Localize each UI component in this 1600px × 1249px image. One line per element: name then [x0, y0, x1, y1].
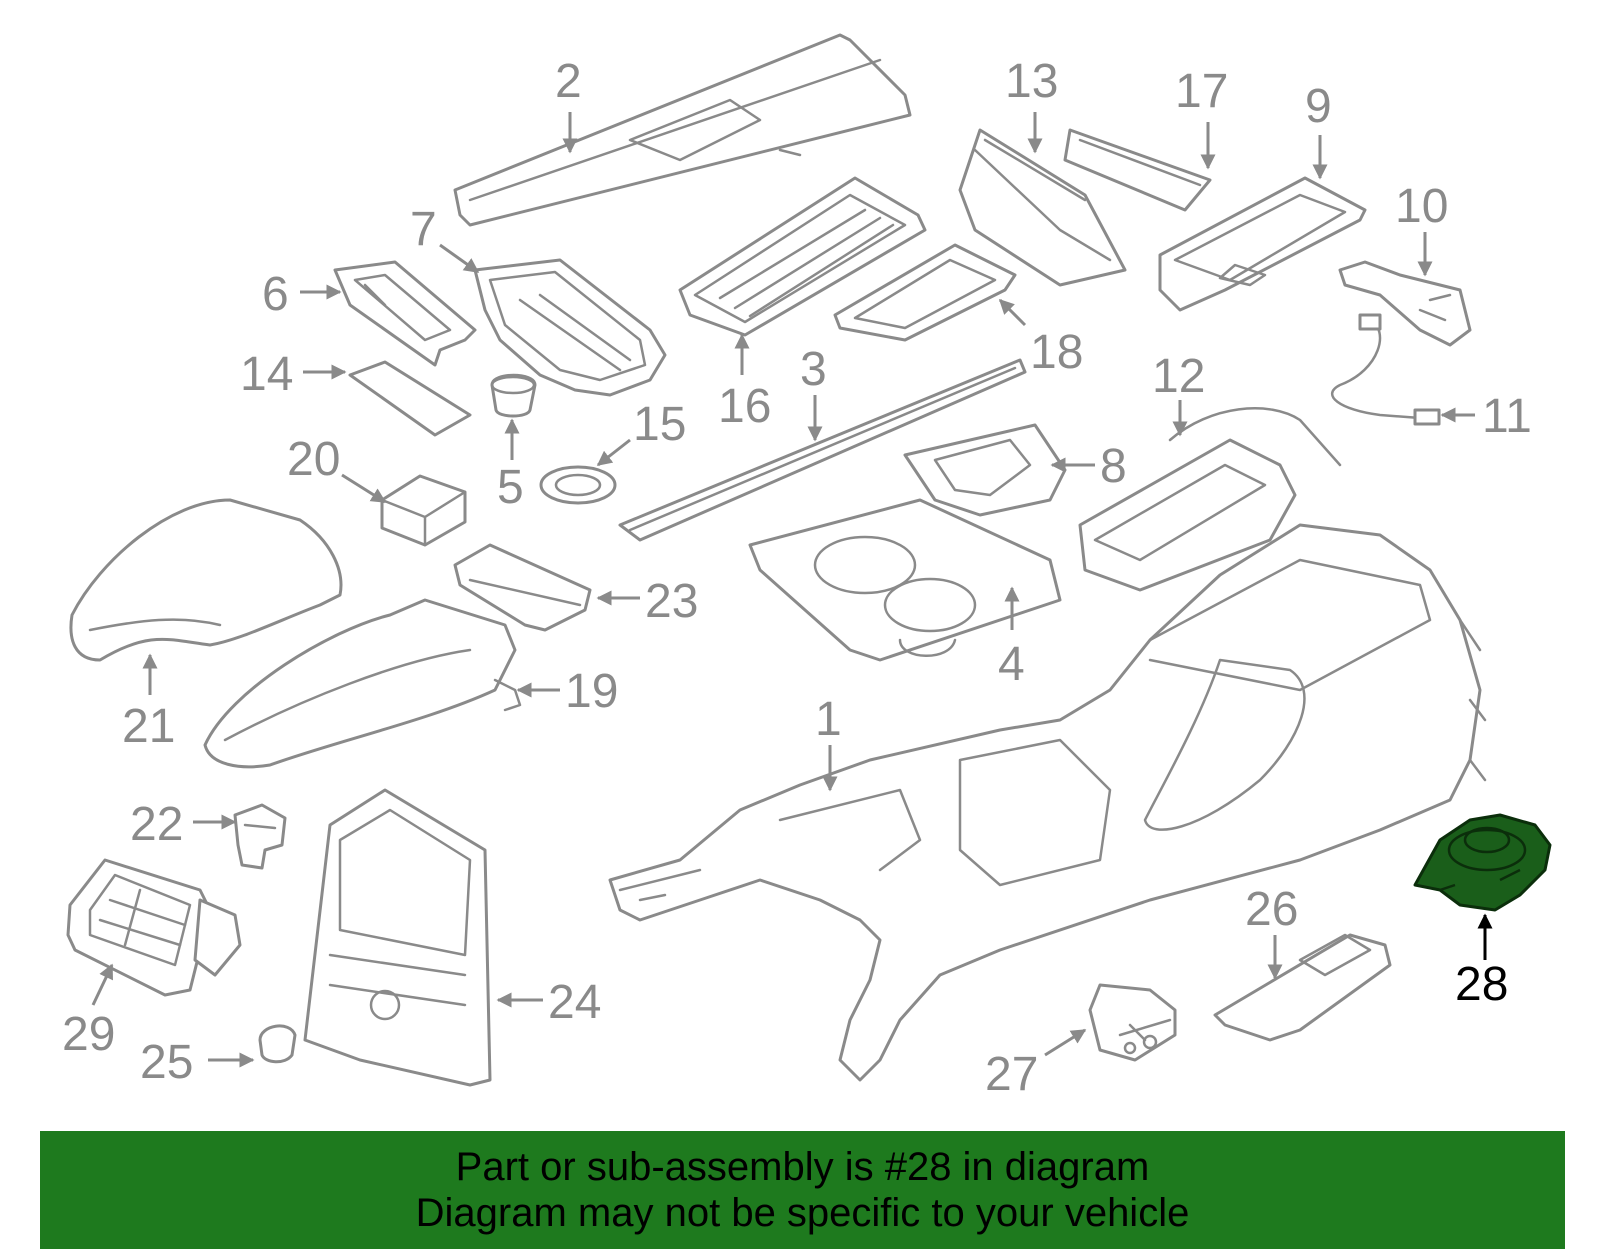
callout-29: 29 [62, 1008, 115, 1061]
callout-6: 6 [262, 268, 289, 321]
part-3-trim-strip[interactable] [618, 358, 1027, 542]
banner-line-part: Part or sub-assembly is #28 in diagram [455, 1145, 1150, 1189]
part-15-mat-round[interactable] [539, 465, 617, 505]
part-22-clip[interactable] [233, 803, 287, 870]
leader-29 [91, 963, 114, 1006]
callout-5: 5 [497, 461, 524, 514]
callout-10: 10 [1395, 180, 1448, 233]
callout-18: 18 [1030, 326, 1083, 379]
callout-15: 15 [633, 398, 686, 451]
leader-15 [596, 438, 631, 467]
callout-14: 14 [240, 348, 293, 401]
callout-3: 3 [800, 343, 827, 396]
part-10-bracket[interactable] [1338, 260, 1472, 347]
part-7-tray[interactable] [473, 258, 667, 397]
part-8-bezel[interactable] [903, 423, 1067, 517]
banner-line-disclaimer: Diagram may not be specific to your vehi… [415, 1191, 1190, 1235]
callout-9: 9 [1305, 80, 1332, 133]
leader-27 [1044, 1028, 1087, 1057]
callout-4: 4 [998, 638, 1025, 691]
callout-2: 2 [555, 55, 582, 108]
callout-19: 19 [565, 665, 618, 718]
callout-13: 13 [1005, 55, 1058, 108]
callout-28: 28 [1455, 958, 1508, 1011]
part-19-armrest[interactable] [203, 598, 522, 769]
callout-7: 7 [410, 203, 437, 256]
part-4-cupholder-panel[interactable] [748, 498, 1062, 662]
leader-20 [341, 473, 387, 504]
part-29-vent[interactable] [66, 858, 242, 997]
part-16-mat[interactable] [678, 176, 927, 337]
callout-25: 25 [140, 1036, 193, 1089]
callout-23: 23 [645, 575, 698, 628]
callout-24: 24 [548, 976, 601, 1029]
part-18-mat[interactable] [833, 243, 1017, 342]
callout-22: 22 [130, 798, 183, 851]
callout-27: 27 [985, 1048, 1038, 1101]
part-1-center-console[interactable] [608, 523, 1487, 1082]
part-21-armrest-lid[interactable] [69, 498, 343, 662]
callout-17: 17 [1175, 65, 1228, 118]
callout-11: 11 [1482, 390, 1532, 443]
info-banner: Part or sub-assembly is #28 in diagram D… [40, 1131, 1565, 1249]
part-5-cup-insert[interactable] [490, 373, 537, 418]
part-11-wire-harness[interactable] [1331, 313, 1441, 426]
callout-8: 8 [1100, 440, 1127, 493]
part-28-controller-highlighted[interactable] [1413, 813, 1552, 912]
part-25-plug[interactable] [258, 1024, 297, 1064]
part-26-switch-panel[interactable] [1213, 933, 1392, 1042]
part-23-hinge-cover[interactable] [453, 543, 592, 632]
leader-18 [998, 298, 1027, 327]
part-2-console-trim[interactable] [453, 33, 912, 227]
callout-26: 26 [1245, 883, 1298, 936]
callout-1: 1 [815, 693, 842, 746]
callout-16: 16 [718, 380, 771, 433]
callout-21: 21 [122, 700, 175, 753]
callout-12: 12 [1152, 350, 1205, 403]
leader-lines [91, 112, 1493, 1068]
part-12-module[interactable] [1078, 407, 1342, 592]
part-27-switch-block[interactable] [1088, 983, 1177, 1062]
callout-20: 20 [287, 433, 340, 486]
leader-7 [439, 243, 480, 274]
callout-labels: 2 13 17 9 10 11 12 6 7 14 16 18 3 5 15 8… [62, 55, 1532, 1101]
part-20-block[interactable] [380, 474, 467, 547]
part-9-tray[interactable] [1158, 176, 1367, 312]
part-13-storage-bin[interactable] [958, 128, 1127, 287]
part-6-holder[interactable] [333, 260, 477, 367]
part-24-rear-panel[interactable] [303, 788, 492, 1087]
part-14-pad[interactable] [348, 360, 472, 437]
part-17-tray[interactable] [1063, 128, 1212, 212]
